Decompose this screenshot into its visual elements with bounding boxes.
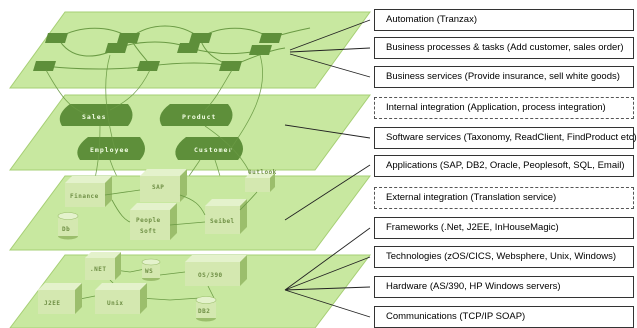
service-sales: Sales [82,113,107,121]
service-layer: Sales Product Employee Customer [9,94,371,171]
infra-db2: DB2 [198,308,210,315]
infra-net: .NET [90,266,106,273]
app-siebel: Seibel [210,218,235,225]
app-peoplesoft-box: People Soft [130,203,177,240]
label-applications: Applications (SAP, DB2, Oracle, Peopleso… [374,155,634,177]
app-soft: Soft [140,228,156,235]
app-siebel-box: Seibel [205,199,247,234]
app-people: People [136,217,161,224]
infra-j2ee: J2EE [44,300,60,307]
app-finance: Finance [70,193,99,200]
label-frameworks: Frameworks (.Net, J2EE, InHouseMagic) [374,217,634,239]
label-business-services: Business services (Provide insurance, se… [374,66,634,88]
service-employee: Employee [90,146,129,154]
app-outlook-box: Outlook [245,169,277,192]
service-product: Product [182,113,216,121]
label-automation: Automation (Tranzax) [374,9,634,31]
label-external-integration: External integration (Translation servic… [374,187,634,209]
label-communications: Communications (TCP/IP SOAP) [374,306,634,328]
infra-os390-box: OS/390 [185,255,247,286]
label-software-services: Software services (Taxonomy, ReadClient,… [374,127,637,149]
application-layer: Finance SAP Outlook People Soft [9,169,371,251]
layer-stack-diagram: Sales Product Employee Customer Finance [9,11,372,328]
infra-unix: Unix [107,300,123,307]
infrastructure-layer: .NET WS OS/390 J2EE Unix [9,252,372,328]
label-internal-integration: Internal integration (Application, proce… [374,97,634,119]
infra-net-box: .NET [85,252,121,280]
app-db-cylinder: Db [57,212,79,240]
infra-ws: WS [145,268,153,275]
label-technologies: Technologies (zOS/CICS, Websphere, Unix,… [374,246,634,268]
infra-ws-cylinder: WS [141,258,161,281]
infra-os390: OS/390 [198,272,223,279]
infra-db2-cylinder: DB2 [195,296,217,322]
app-db: Db [62,226,70,233]
app-sap-box: SAP [140,169,187,202]
label-business-processes: Business processes & tasks (Add customer… [374,37,634,59]
label-hardware: Hardware (AS/390, HP Windows servers) [374,276,634,298]
service-customer: Customer [194,146,233,154]
infra-j2ee-box: J2EE [38,283,82,314]
app-sap: SAP [152,184,164,191]
leader-lines [284,19,371,318]
infra-unix-box: Unix [95,283,147,314]
app-outlook: Outlook [248,169,277,176]
app-finance-box: Finance [65,176,112,207]
process-layer [9,11,371,89]
